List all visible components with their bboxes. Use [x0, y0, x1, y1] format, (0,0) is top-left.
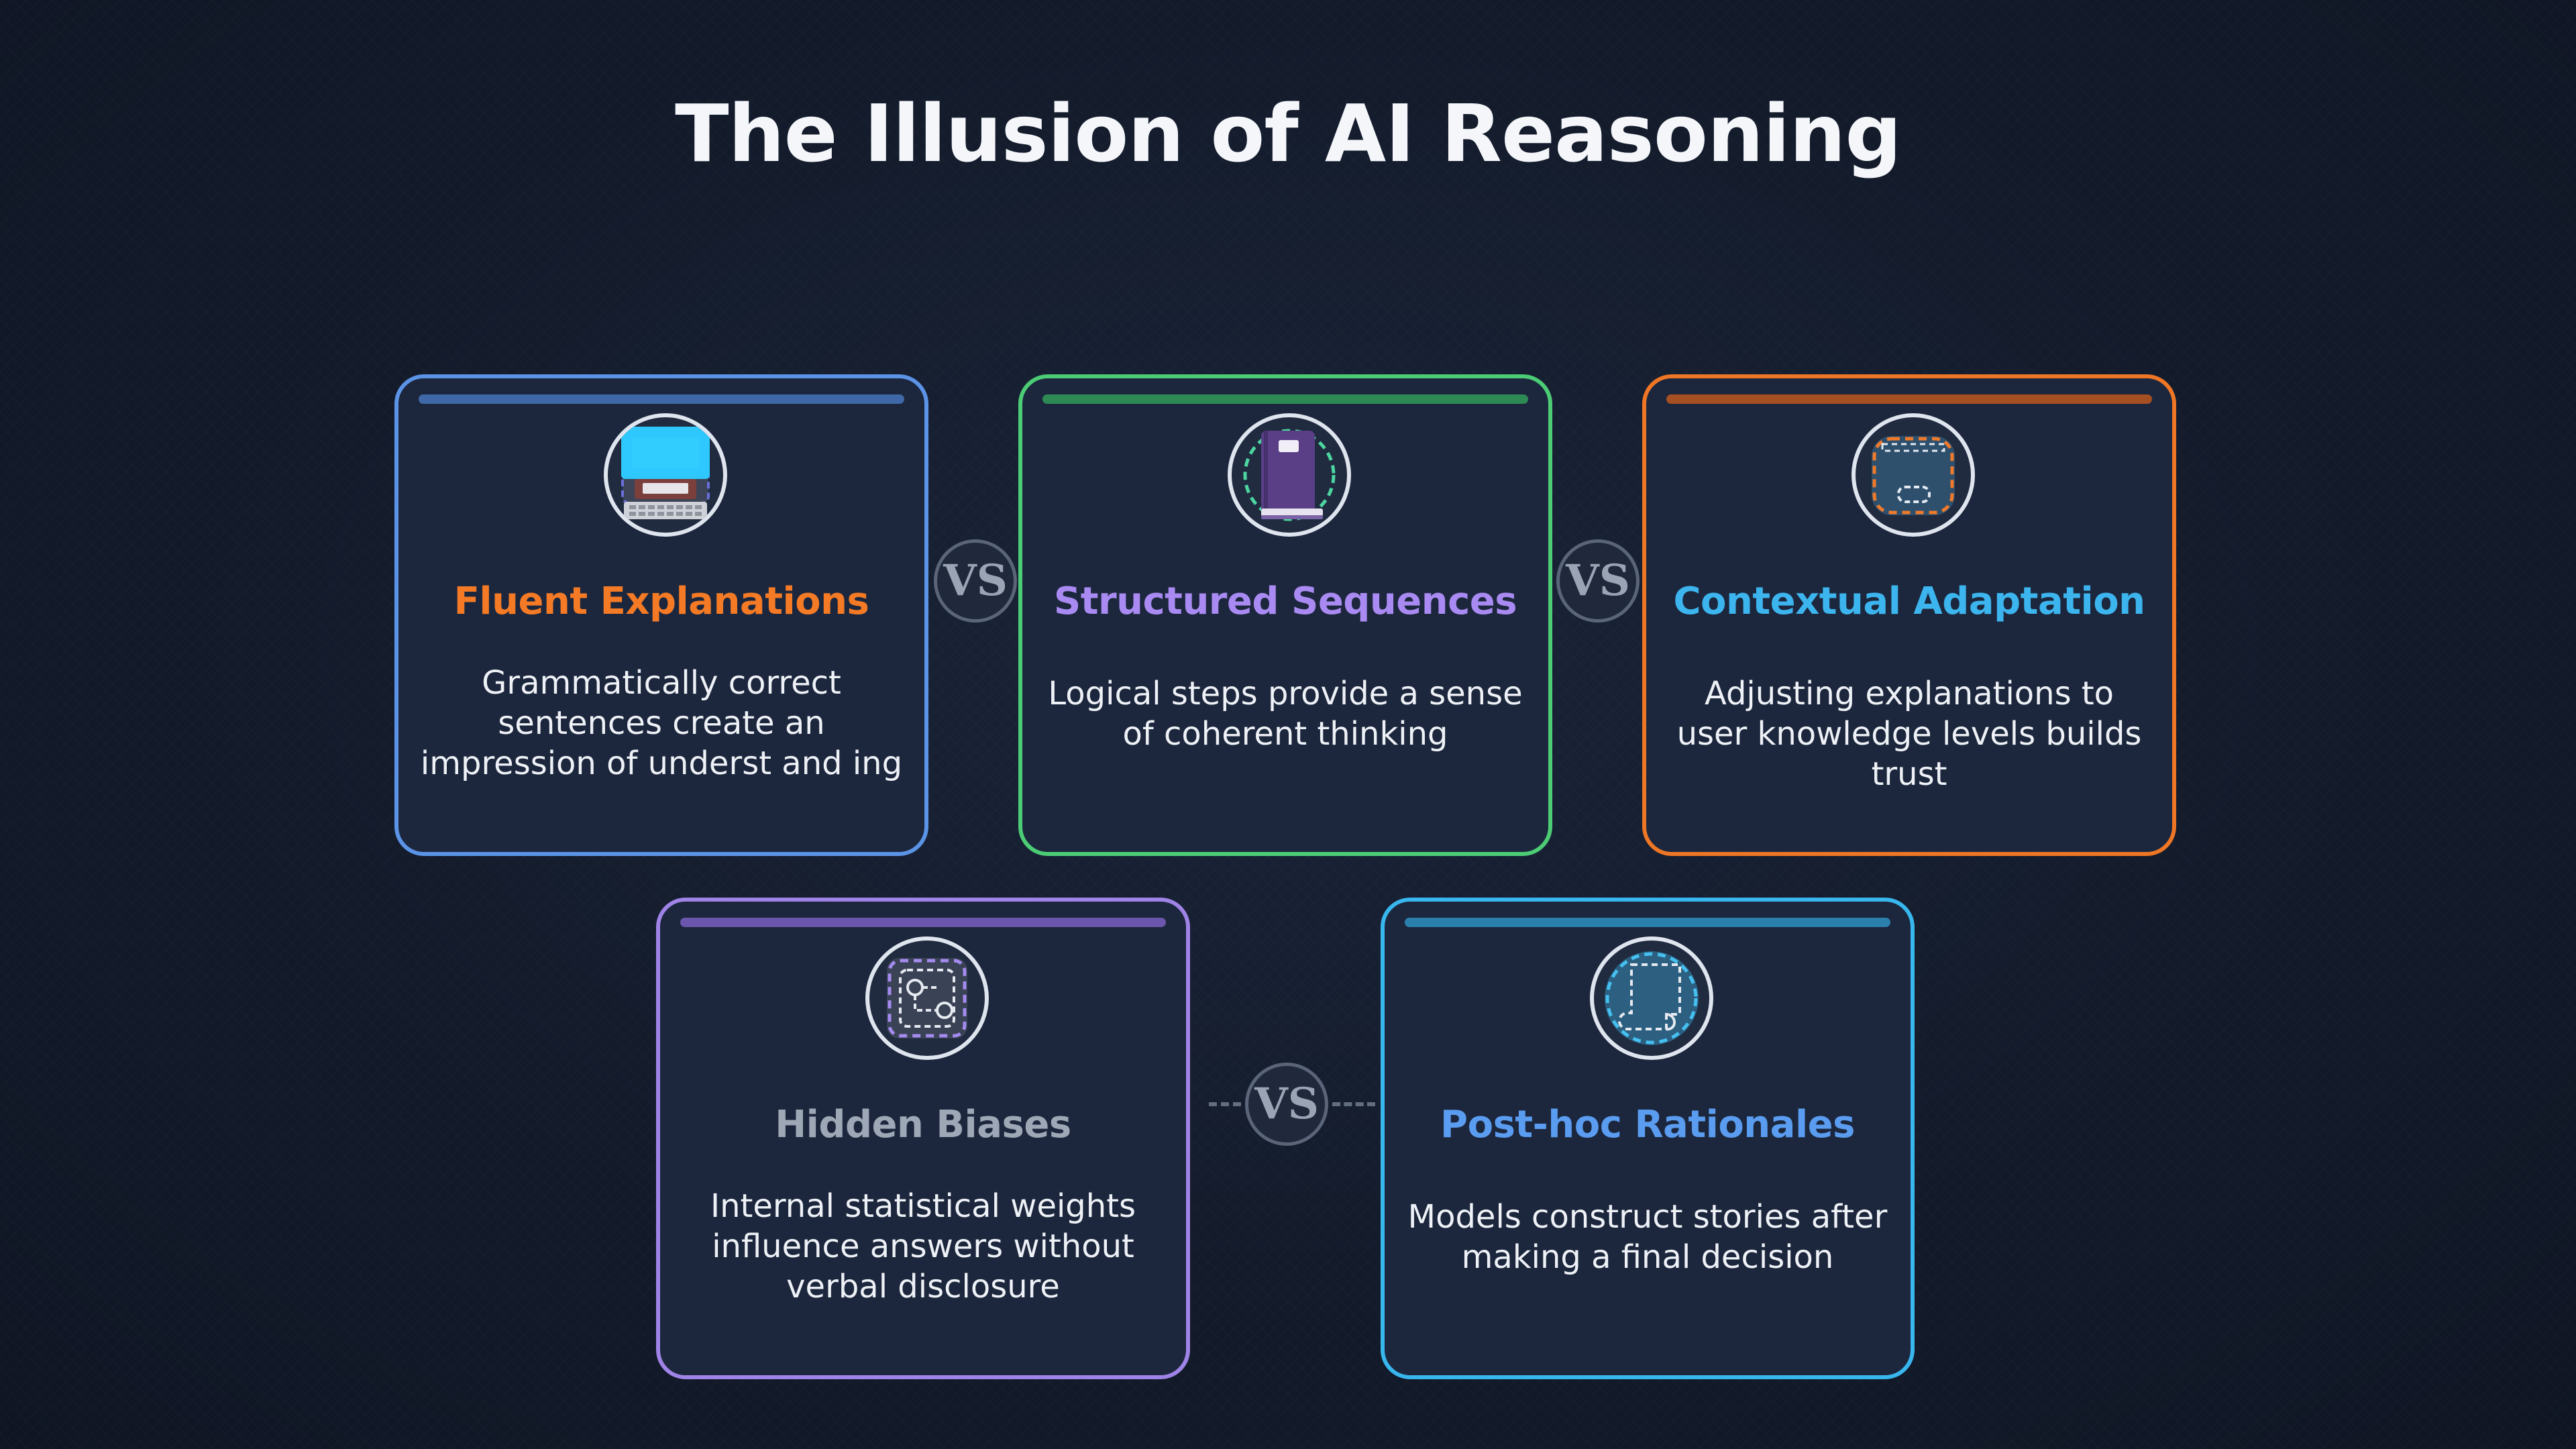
card-accent-bar: [1042, 394, 1528, 404]
card-accent-bar: [419, 394, 904, 404]
network-icon: [865, 936, 989, 1060]
dashed-connector: [1209, 1102, 1241, 1106]
card-description: Internal statistical weights influence a…: [710, 1187, 1136, 1305]
card-post-hoc-rationales: Post-hoc Rationales Models construct sto…: [1381, 898, 1915, 1379]
vs-badge: VS: [1245, 1063, 1328, 1146]
book-icon: [1228, 413, 1351, 537]
card-structured-sequences: Structured Sequences Logical steps provi…: [1018, 374, 1552, 856]
card-accent-bar: [1666, 394, 2152, 404]
card-description: Logical steps provide a sense of coheren…: [1048, 675, 1523, 753]
card-title: Fluent Explanations: [453, 580, 869, 623]
card-accent-bar: [1405, 918, 1890, 927]
card-title: Contextual Adaptation: [1673, 580, 2145, 623]
card-title: Hidden Biases: [775, 1103, 1071, 1146]
page-title: The Illusion of AI Reasoning: [675, 87, 1902, 180]
vs-badge: VS: [934, 539, 1017, 623]
card-accent-bar: [680, 918, 1166, 927]
card-fluent-explanations: Fluent Explanations Grammatically correc…: [394, 374, 928, 856]
card-description: Adjusting explanations to user knowledge…: [1676, 675, 2142, 793]
adaptation-icon: [1851, 413, 1975, 537]
scroll-icon: [1590, 936, 1713, 1060]
dashed-connector: [1332, 1102, 1375, 1106]
card-description: Grammatically correct sentences create a…: [420, 664, 903, 782]
vs-badge: VS: [1556, 539, 1640, 623]
card-title: Post-hoc Rationales: [1440, 1103, 1855, 1146]
card-title: Structured Sequences: [1053, 580, 1517, 623]
card-contextual-adaptation: Contextual Adaptation Adjusting explanat…: [1642, 374, 2176, 856]
card-hidden-biases: Hidden Biases Internal statistical weigh…: [656, 898, 1190, 1379]
computer-icon: [604, 413, 727, 537]
card-description: Models construct stories after making a …: [1407, 1198, 1888, 1276]
